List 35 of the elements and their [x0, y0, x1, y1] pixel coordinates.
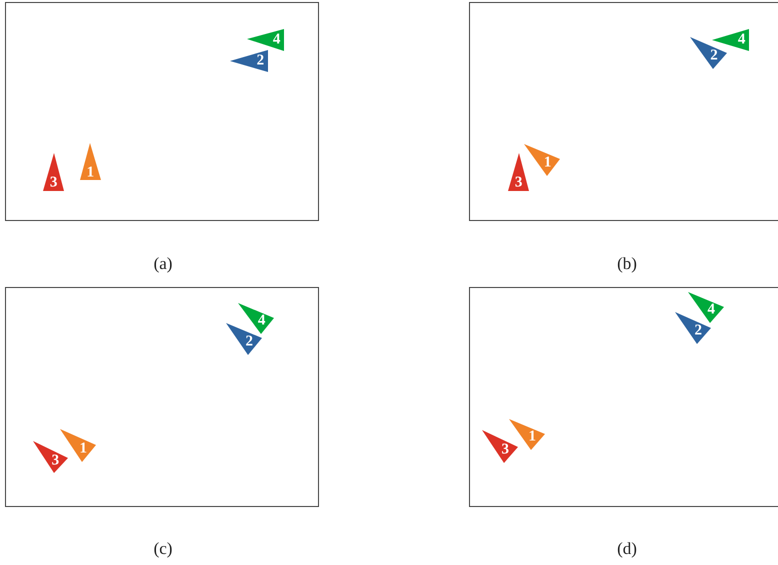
panel-caption: (d) [617, 539, 637, 559]
triangle-marker [60, 429, 96, 462]
agent-number: 4 [258, 314, 266, 329]
triangle-marker [524, 144, 560, 176]
panel-caption: (b) [617, 254, 637, 274]
triangle-marker [482, 430, 518, 463]
triangle-marker [247, 29, 284, 51]
agent-number: 3 [52, 453, 60, 468]
triangle-marker [230, 50, 268, 72]
triangle-marker [226, 323, 262, 355]
panel-caption: (c) [154, 539, 172, 559]
triangle-marker [675, 312, 711, 344]
agent-number: 1 [86, 165, 94, 180]
agent-number: 4 [707, 302, 715, 318]
triangle-marker [508, 153, 529, 191]
agent-number: 4 [738, 32, 746, 48]
agent-number: 3 [514, 176, 522, 191]
triangle-marker [43, 153, 64, 191]
triangle-marker [80, 143, 101, 180]
agent-number: 1 [544, 155, 552, 170]
panel-caption: (a) [154, 254, 172, 274]
agent-number: 1 [79, 441, 87, 456]
triangle-marker [688, 292, 724, 323]
agent-number: 2 [694, 324, 702, 339]
triangle-marker [712, 29, 749, 51]
agent-number: 4 [272, 32, 280, 48]
triangle-marker [690, 37, 727, 69]
agent-number: 3 [501, 442, 509, 458]
triangle-marker [33, 441, 68, 473]
agent-number: 1 [528, 430, 536, 445]
agent-number: 2 [256, 54, 264, 68]
triangle-marker [509, 419, 545, 450]
agent-number: 2 [245, 334, 253, 350]
agent-number: 2 [710, 48, 718, 64]
agent-number: 3 [50, 176, 58, 191]
